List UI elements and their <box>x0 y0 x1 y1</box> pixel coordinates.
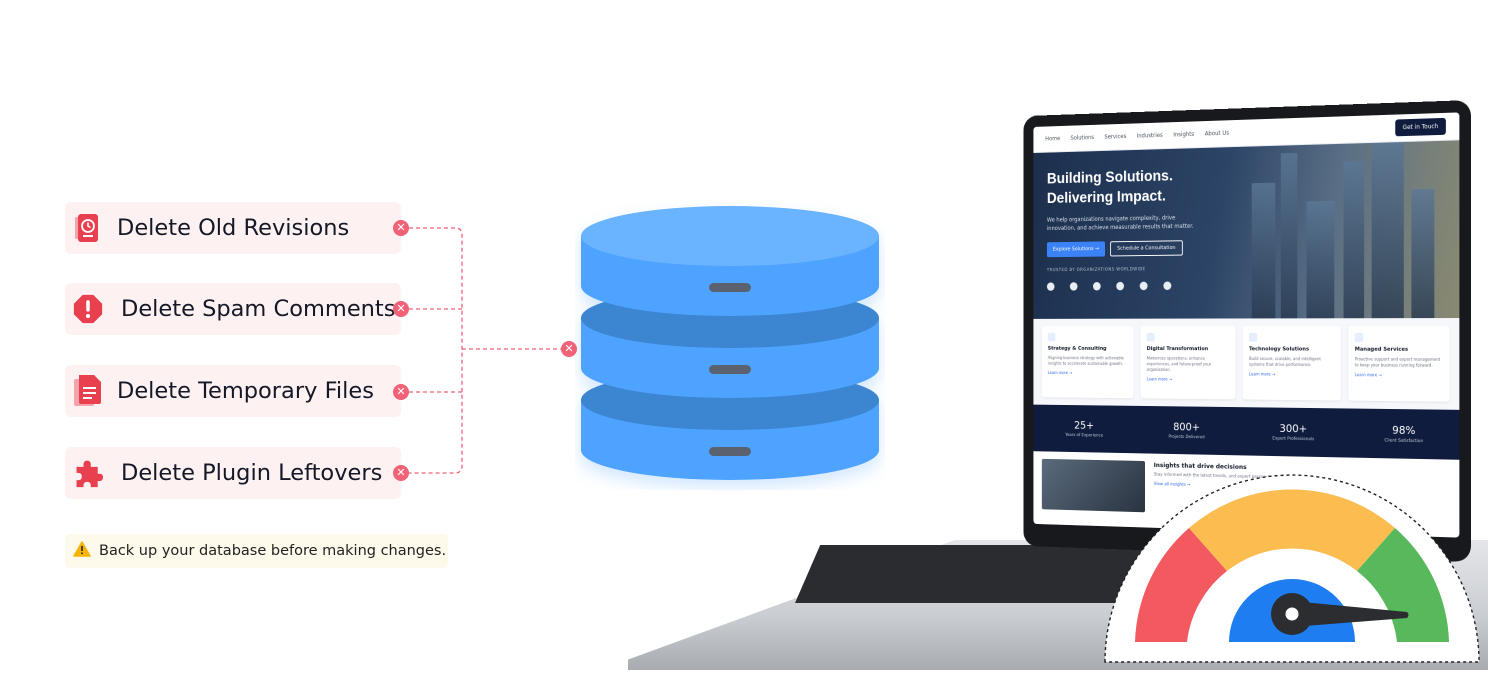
connector-hub-button[interactable]: ✕ <box>561 341 577 357</box>
task-delete-spam-comments[interactable]: Delete Spam Comments <box>65 283 401 335</box>
explore-solutions-button[interactable]: Explore Solutions → <box>1046 241 1106 258</box>
task-label: Delete Old Revisions <box>117 215 350 241</box>
nav-solutions[interactable]: Solutions <box>1070 134 1095 142</box>
partner-logo-icon <box>1092 282 1101 291</box>
card-link: Learn more → <box>1047 370 1073 376</box>
warning-triangle-icon <box>73 541 91 561</box>
gauge-segment-red <box>1135 528 1227 642</box>
partner-logo-icon <box>1069 282 1078 291</box>
service-card[interactable]: Strategy & Consulting Aligning business … <box>1041 326 1134 399</box>
task-label: Delete Temporary Files <box>117 378 374 404</box>
service-card[interactable]: Managed Services Proactive support and e… <box>1348 326 1450 402</box>
backup-warning: Back up your database before making chan… <box>65 534 448 568</box>
remove-spam-button[interactable]: ✕ <box>393 301 409 317</box>
partner-logo-icon <box>1046 282 1055 291</box>
nav-services[interactable]: Services <box>1104 133 1127 141</box>
remove-temp-files-button[interactable]: ✕ <box>393 384 409 400</box>
service-card[interactable]: Technology Solutions Build secure, scala… <box>1242 326 1341 401</box>
card-desc: Aligning business strategy with actionab… <box>1047 355 1124 366</box>
gauge-segment-yellow <box>1189 489 1395 571</box>
partner-logo-icon <box>1116 281 1125 291</box>
service-card[interactable]: Digital Transformation Modernize operati… <box>1140 326 1236 400</box>
partner-logo-icon <box>1163 281 1172 291</box>
puzzle-piece-icon <box>73 456 103 490</box>
hero-section: Building Solutions. Delivering Impact. W… <box>1033 140 1460 319</box>
remove-revisions-button[interactable]: ✕ <box>393 220 409 236</box>
nav-industries[interactable]: Industries <box>1136 132 1163 140</box>
service-icon <box>1047 332 1056 342</box>
speed-gauge-icon <box>1104 474 1480 663</box>
service-icon <box>1146 332 1155 342</box>
db-slot <box>709 447 751 456</box>
card-desc: Build secure, scalable, and intelligent … <box>1248 356 1321 368</box>
stat: 800+Projects Delivered <box>1168 420 1205 441</box>
schedule-consultation-button[interactable]: Schedule a Consultation <box>1110 240 1183 257</box>
nav-home[interactable]: Home <box>1045 135 1061 143</box>
card-link: Learn more → <box>1248 371 1276 377</box>
stat: 25+Years of Experience <box>1065 419 1104 439</box>
card-title: Technology Solutions <box>1248 346 1310 353</box>
warning-text: Back up your database before making chan… <box>99 543 447 559</box>
service-icon <box>1354 332 1364 342</box>
stats-band: 25+Years of Experience 800+Projects Deli… <box>1033 404 1460 460</box>
nav-insights[interactable]: Insights <box>1173 131 1195 139</box>
db-slot <box>709 283 751 292</box>
files-icon <box>73 374 103 408</box>
card-title: Managed Services <box>1354 346 1409 353</box>
task-delete-temporary-files[interactable]: Delete Temporary Files <box>65 365 401 417</box>
card-desc: Modernize operations, enhance experience… <box>1146 355 1212 372</box>
database-icon <box>581 206 879 480</box>
hero-text: We help organizations navigate complexit… <box>1046 214 1194 233</box>
stat: 300+Expert Professionals <box>1272 422 1315 443</box>
remove-plugin-leftovers-button[interactable]: ✕ <box>393 465 409 481</box>
task-delete-plugin-leftovers[interactable]: Delete Plugin Leftovers <box>65 447 401 499</box>
card-link: Learn more → <box>1354 372 1382 378</box>
nav-about[interactable]: About Us <box>1204 129 1230 138</box>
revisions-document-icon <box>73 211 103 245</box>
alert-octagon-icon <box>73 292 103 326</box>
gauge-segment-green <box>1357 528 1449 642</box>
task-delete-old-revisions[interactable]: Delete Old Revisions <box>65 202 401 254</box>
card-desc: Proactive support and expert management … <box>1354 356 1441 368</box>
service-cards: Strategy & Consulting Aligning business … <box>1033 318 1460 410</box>
get-in-touch-button[interactable]: Get in Touch <box>1395 117 1446 137</box>
partner-logo-icon <box>1139 281 1148 291</box>
card-title: Strategy & Consulting <box>1047 345 1107 352</box>
stat: 98%Client Satisfaction <box>1384 423 1424 445</box>
gauge-needle <box>1292 601 1409 627</box>
task-label: Delete Spam Comments <box>121 296 396 322</box>
task-label: Delete Plugin Leftovers <box>121 460 383 486</box>
card-title: Digital Transformation <box>1146 346 1209 353</box>
card-link: Learn more → <box>1146 376 1172 382</box>
service-icon <box>1248 332 1258 342</box>
db-slot <box>709 365 751 374</box>
